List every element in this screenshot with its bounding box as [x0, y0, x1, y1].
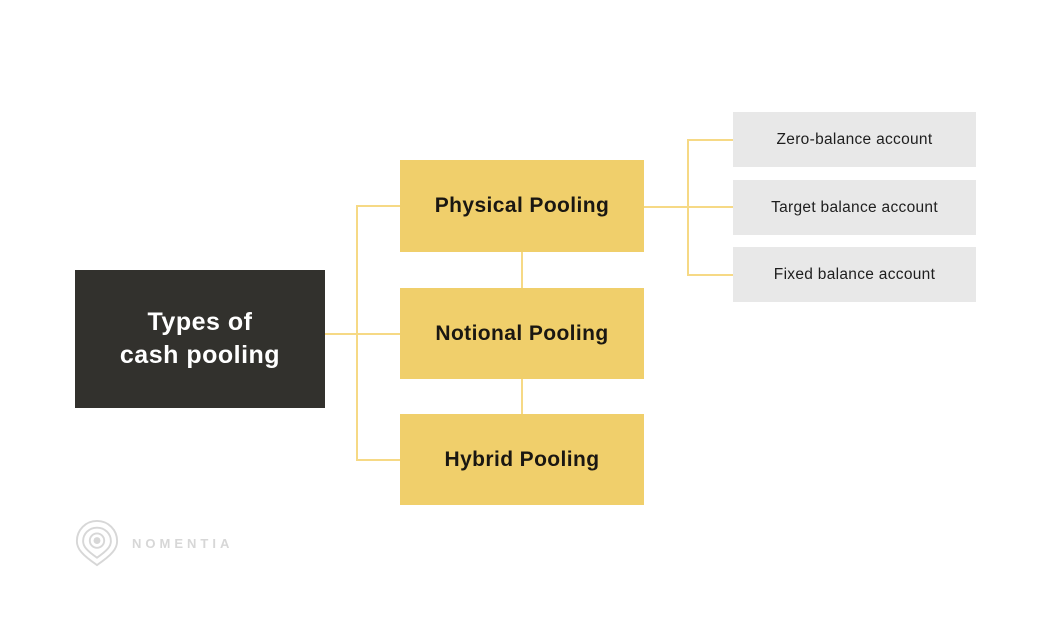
connector-root-to-notional	[325, 333, 400, 335]
connector-physical-to-notional	[521, 252, 523, 288]
root-node-label-line2: cash pooling	[119, 341, 281, 369]
connector-to-zero-balance	[687, 139, 733, 141]
leaf-node-fixed-balance-account: Fixed balance account	[733, 247, 976, 302]
branch-label: Physical Pooling	[434, 194, 610, 217]
brand-name: NOMENTIA	[132, 535, 234, 551]
connector-to-physical	[356, 205, 400, 207]
branch-node-hybrid-pooling: Hybrid Pooling	[400, 414, 644, 505]
branch-label: Notional Pooling	[435, 321, 609, 345]
connector-to-hybrid	[356, 459, 400, 461]
location-pin-icon	[74, 519, 120, 567]
root-node-types-of-cash-pooling: Types of cash pooling	[75, 270, 325, 408]
leaf-node-zero-balance-account: Zero-balance account	[733, 112, 976, 167]
connector-notional-to-hybrid	[521, 379, 523, 414]
branch-node-notional-pooling: Notional Pooling	[400, 288, 644, 379]
leaf-label: Fixed balance account	[773, 265, 936, 283]
connector-left-vertical	[356, 205, 358, 460]
connector-to-target-balance	[687, 206, 733, 208]
brand-logo: NOMENTIA	[74, 519, 233, 567]
connector-to-fixed-balance	[687, 274, 733, 276]
branch-label: Hybrid Pooling	[444, 447, 600, 471]
leaf-label: Target balance account	[771, 198, 938, 216]
root-node-label-line1: Types of	[147, 308, 253, 336]
leaf-label: Zero-balance account	[776, 130, 933, 148]
connector-physical-stem	[644, 206, 687, 208]
branch-node-physical-pooling: Physical Pooling	[400, 160, 644, 252]
leaf-node-target-balance-account: Target balance account	[733, 180, 976, 235]
